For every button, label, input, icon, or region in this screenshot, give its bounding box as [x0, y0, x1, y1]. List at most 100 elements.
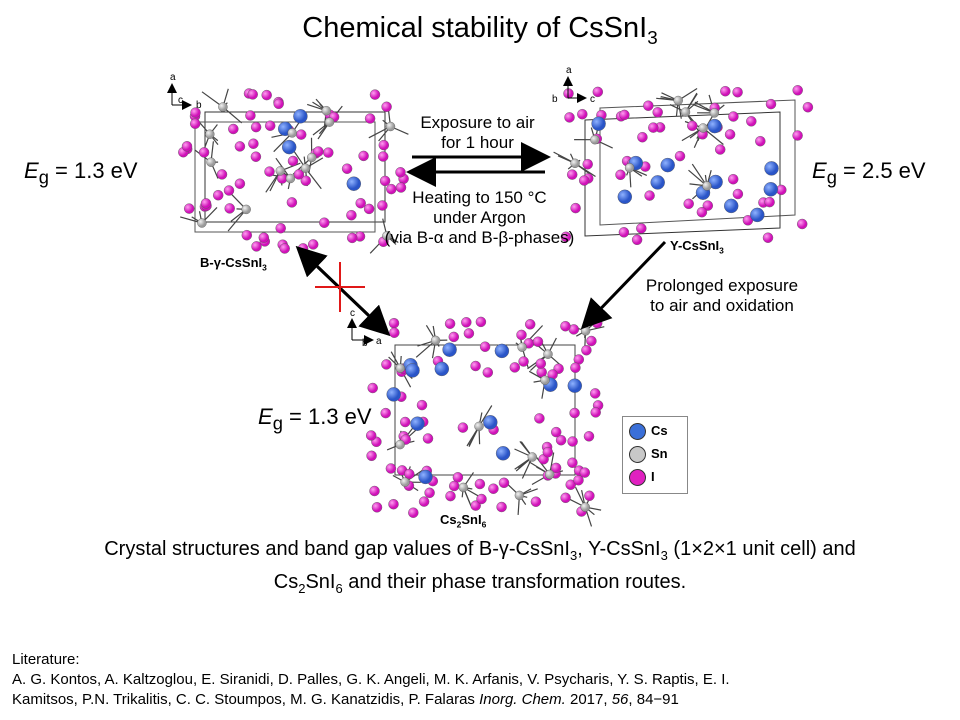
arrow-to-b-gamma: [295, 245, 388, 334]
iodine-atom: [366, 430, 377, 441]
iodine-atom: [534, 413, 545, 424]
cesium-atom: [386, 387, 401, 402]
cesium-atom: [763, 182, 778, 197]
cesium-atom: [591, 116, 606, 131]
tin-atom: [514, 490, 525, 501]
iodine-atom: [418, 496, 430, 507]
iodine-atom: [445, 490, 456, 502]
iodine-atom: [258, 232, 269, 243]
cesium-atom: [442, 342, 457, 357]
iodine-atom: [380, 407, 391, 419]
tin-atom: [474, 421, 484, 432]
iodine-atom: [251, 241, 262, 252]
legend-sn-dot: [629, 446, 646, 464]
iodine-atom: [683, 198, 694, 210]
iodine-atom: [551, 426, 562, 438]
iodine-atom: [358, 150, 369, 162]
cesium-atom: [764, 161, 779, 176]
iodine-atom: [802, 101, 814, 113]
iodine-atom: [198, 147, 210, 158]
legend-cs-dot: [629, 423, 646, 441]
iodine-atom: [687, 120, 698, 132]
iodine-atom: [241, 229, 253, 241]
tin-atom: [395, 363, 405, 373]
iodine-atom: [416, 399, 428, 411]
structure-b-gamma: [178, 88, 409, 254]
iodine-atom: [444, 318, 456, 329]
page-title: Chemical stability of CsSnI3: [302, 12, 658, 48]
tin-atom: [300, 163, 311, 173]
tin-atom: [395, 439, 405, 450]
iodine-atom: [592, 317, 603, 329]
iodine-atom: [200, 198, 212, 209]
tin-atom: [580, 502, 590, 512]
iodine-atom: [313, 146, 324, 157]
iodine-atom: [586, 335, 597, 347]
iodine-atom: [250, 121, 262, 133]
iodine-atom: [560, 492, 571, 503]
atom-legend: Cs Sn I: [622, 416, 688, 494]
iodine-atom: [228, 123, 239, 135]
cesium-atom: [567, 378, 582, 393]
iodine-atom: [498, 477, 510, 488]
iodine-atom: [308, 239, 319, 250]
iodine-atom: [476, 493, 487, 505]
iodine-atom: [762, 232, 774, 243]
iodine-atom: [379, 175, 391, 187]
blocked-cross-icon: [315, 262, 365, 312]
iodine-atom: [341, 163, 353, 174]
iodine-atom: [395, 167, 406, 178]
tin-atom: [307, 152, 317, 163]
iodine-atom: [724, 129, 736, 140]
iodine-atom: [569, 407, 580, 419]
iodine-atom: [378, 151, 389, 162]
iodine-atom: [518, 356, 529, 367]
iodine-atom: [728, 173, 739, 185]
iodine-atom: [532, 336, 544, 347]
iodine-atom: [570, 202, 581, 214]
band-gap-left: Eg = 1.3 eV: [24, 158, 138, 188]
figure-caption: Crystal structures and band gap values o…: [104, 538, 856, 596]
iodine-atom: [245, 110, 256, 121]
axis-a-bottom: a: [376, 336, 382, 347]
iodine-atom: [565, 479, 576, 490]
iodine-atom: [388, 499, 399, 510]
legend-sn: Sn: [629, 446, 668, 464]
iodine-atom: [424, 487, 435, 498]
cesium-atom: [707, 118, 722, 134]
tin-atom: [324, 117, 335, 127]
tin-atom: [287, 128, 297, 138]
iodine-atom: [470, 500, 481, 511]
arrow-oxidation: [580, 240, 667, 330]
axis-c-right: c: [590, 94, 595, 105]
iodine-atom: [369, 89, 381, 100]
structure-y-phase: [553, 85, 814, 246]
iodine-atom: [720, 85, 731, 97]
iodine-atom: [644, 190, 655, 201]
cesium-atom: [405, 363, 420, 378]
tin-atom: [590, 134, 600, 145]
iodine-atom: [797, 218, 808, 230]
tin-atom: [545, 469, 555, 480]
axis-b-bottom: b: [362, 338, 368, 349]
iodine-atom: [395, 182, 407, 193]
iodine-atom: [764, 196, 775, 208]
iodine-atom: [364, 113, 376, 124]
cesium-atom: [660, 157, 675, 173]
tin-atom: [400, 477, 410, 487]
band-gap-right: Eg = 2.5 eV: [812, 158, 926, 188]
legend-i-dot: [629, 469, 646, 487]
iodine-atom: [247, 89, 258, 100]
iodine-atom: [250, 151, 262, 162]
iodine-atom: [792, 85, 803, 96]
tin-atom: [241, 204, 251, 215]
iodine-atom: [275, 222, 286, 234]
iodine-atom: [273, 98, 284, 110]
iodine-atom: [631, 234, 643, 246]
iodine-atom: [496, 501, 507, 513]
iodine-atom: [582, 158, 593, 170]
iodine-atom: [293, 169, 305, 180]
cesium-atom: [282, 139, 297, 155]
iodine-atom: [347, 232, 358, 244]
